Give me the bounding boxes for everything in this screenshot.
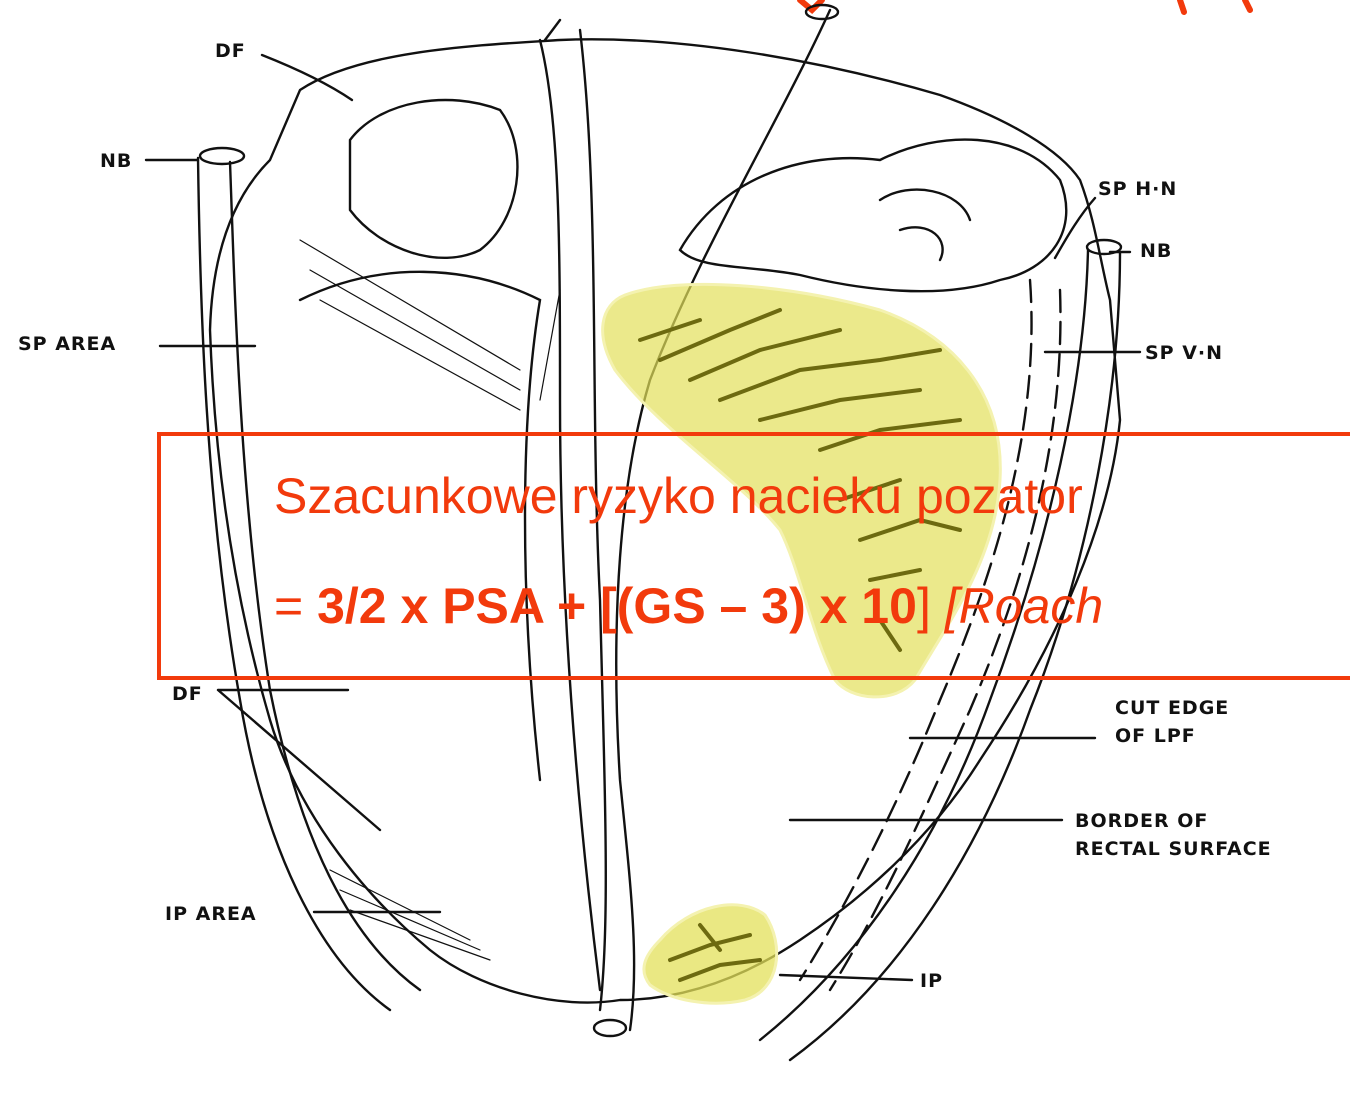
leader-df-top [262, 55, 352, 100]
tissue-mass [350, 100, 517, 258]
label-sp-vn: SP V·N [1145, 342, 1223, 364]
label-nb-right: NB [1140, 240, 1172, 262]
label-df-left: DF [172, 683, 203, 705]
formula-expression: 3/2 x PSA + [(GS – 3) x 10 [317, 578, 917, 634]
label-df-top: DF [215, 40, 246, 62]
formula-equals: = [274, 578, 317, 634]
label-cut-edge-2: OF LPF [1115, 725, 1196, 747]
label-nb-left: NB [100, 150, 132, 172]
label-border-1: BORDER OF [1075, 810, 1208, 832]
label-ip-area: IP AREA [165, 903, 257, 925]
formula-bracket: ] [917, 578, 945, 634]
formula-title: Szacunkowe ryzyko nacieku pozator [274, 466, 1083, 526]
label-ip: IP [920, 970, 943, 992]
label-cut-edge-1: CUT EDGE [1115, 697, 1229, 719]
formula-citation: [Roach [945, 578, 1103, 634]
seminal-vesicle [680, 140, 1066, 292]
label-sp-area: SP AREA [18, 333, 116, 355]
sv-lobe-detail [880, 190, 970, 260]
formula-equation: = 3/2 x PSA + [(GS – 3) x 10] [Roach [274, 576, 1103, 636]
leader-df-left [218, 690, 380, 830]
ip-area-hatch [330, 870, 490, 960]
formula-box: Szacunkowe ryzyko nacieku pozator = 3/2 … [157, 432, 1350, 680]
highlight-lower-shape [644, 905, 777, 1003]
nb-left-opening [200, 148, 244, 164]
highlight-region-lower [644, 905, 777, 1003]
label-sp-hn: SP H·N [1098, 178, 1177, 200]
apex-opening [594, 1020, 626, 1036]
tissue-hatch [300, 240, 560, 410]
top-red-fragment-right [1180, 0, 1250, 12]
label-border-2: RECTAL SURFACE [1075, 838, 1272, 860]
